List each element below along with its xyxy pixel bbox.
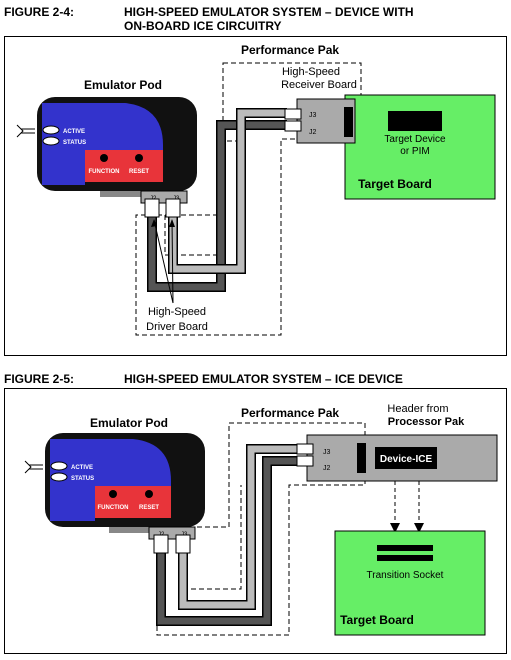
transition-socket-bottom — [377, 555, 433, 561]
pod-plug-j3-2 — [175, 534, 191, 554]
active-led — [42, 125, 60, 135]
receiver-j3-label: J3 — [309, 112, 317, 119]
active-label: ACTIVE — [63, 129, 85, 135]
driver-arrowhead-right — [169, 219, 175, 227]
transition-socket-label: Transition Socket — [367, 570, 444, 581]
pod-base-strip — [100, 191, 180, 197]
arrowhead-down-right — [414, 523, 424, 533]
cable-j2-fill — [169, 109, 287, 273]
figure-2-4-diagram: Performance Pak Target Device or PIM Tar… — [16, 43, 496, 336]
figure-2-4-title-line2: ON-BOARD ICE CIRCUITRY — [124, 19, 282, 33]
figure-2-5-number: FIGURE 2-5: — [4, 372, 75, 386]
header-j2-label: J2 — [323, 465, 331, 472]
performance-pak-label-2: Performance Pak — [241, 406, 339, 420]
target-device-label-2: or PIM — [400, 146, 429, 157]
header-plug-j3 — [296, 443, 314, 455]
status-label: STATUS — [63, 140, 86, 146]
emulator-pod-red-panel-2 — [95, 486, 171, 518]
reset-label: RESET — [129, 169, 149, 175]
receiver-j2-label: J2 — [309, 129, 317, 136]
header-label-1: Header from — [387, 403, 448, 415]
status-label-2: STATUS — [71, 476, 94, 482]
status-led-2 — [50, 472, 68, 482]
header-j3-label: J3 — [323, 449, 331, 456]
receiver-label-1: High-Speed — [282, 66, 340, 78]
target-device-label-1: Target Device — [384, 134, 446, 145]
device-ice-chip — [375, 447, 437, 469]
header-label-2: Processor Pak — [388, 416, 465, 428]
driver-pointer-left — [153, 219, 174, 304]
receiver-plug-j3 — [284, 108, 302, 120]
target-board-label-2: Target Board — [340, 613, 414, 627]
pod-plug-j2 — [144, 198, 160, 218]
reset-button — [135, 154, 143, 162]
reset-label-2: RESET — [139, 505, 159, 511]
cable-j3-2-fill — [157, 457, 301, 625]
emulator-pod-red-panel — [85, 150, 163, 182]
figure-2-5-diagram: Performance Pak Header from Processor Pa… — [24, 403, 498, 636]
status-led — [42, 136, 60, 146]
figure-2-5-title-line1: HIGH-SPEED EMULATOR SYSTEM – ICE DEVICE — [124, 372, 403, 386]
driver-label-1: High-Speed — [148, 306, 206, 318]
figure-2-5-panel: Performance Pak Header from Processor Pa… — [4, 388, 507, 654]
header-plug-j2 — [296, 455, 314, 467]
active-led-2 — [50, 461, 68, 471]
function-label-2: FUNCTION — [98, 505, 129, 511]
arrowhead-down-left — [390, 523, 400, 533]
emulator-pod-blue-panel-2 — [50, 439, 171, 521]
receiver-connector — [344, 107, 353, 137]
emulator-pod-label-2: Emulator Pod — [90, 416, 168, 430]
active-label-2: ACTIVE — [71, 465, 93, 471]
driver-pointer-right — [171, 219, 174, 304]
pod-plug-j2-2 — [153, 534, 169, 554]
power-cable-icon-2 — [24, 460, 43, 474]
cable-j2-2-fill — [179, 445, 301, 609]
reset-button-2 — [145, 490, 153, 498]
receiver-label-2: Receiver Board — [281, 79, 357, 91]
cable-guide-dashed-2 — [180, 485, 242, 590]
figure-2-4-panel: Performance Pak Target Device or PIM Tar… — [4, 36, 507, 356]
receiver-plug-j2 — [284, 120, 302, 132]
performance-pak-outline — [135, 62, 362, 336]
driver-arrowhead-left — [151, 219, 157, 227]
driver-label-2: Driver Board — [146, 321, 208, 333]
transition-socket-top — [377, 545, 433, 551]
figure-2-4-number: FIGURE 2-4: — [4, 5, 75, 19]
emulator-pod-blue-panel — [42, 103, 163, 185]
power-cable-icon — [16, 124, 35, 138]
target-device — [388, 111, 442, 131]
device-ice-label: Device-ICE — [380, 454, 433, 465]
pod-plug-j3 — [165, 198, 181, 218]
header-connector — [357, 443, 366, 473]
target-board-label: Target Board — [358, 177, 432, 191]
emulator-pod-label: Emulator Pod — [84, 78, 162, 92]
performance-pak-label: Performance Pak — [241, 43, 339, 57]
function-button — [100, 154, 108, 162]
function-button-2 — [109, 490, 117, 498]
function-label: FUNCTION — [89, 169, 120, 175]
figure-2-4-title-line1: HIGH-SPEED EMULATOR SYSTEM – DEVICE WITH — [124, 5, 414, 19]
